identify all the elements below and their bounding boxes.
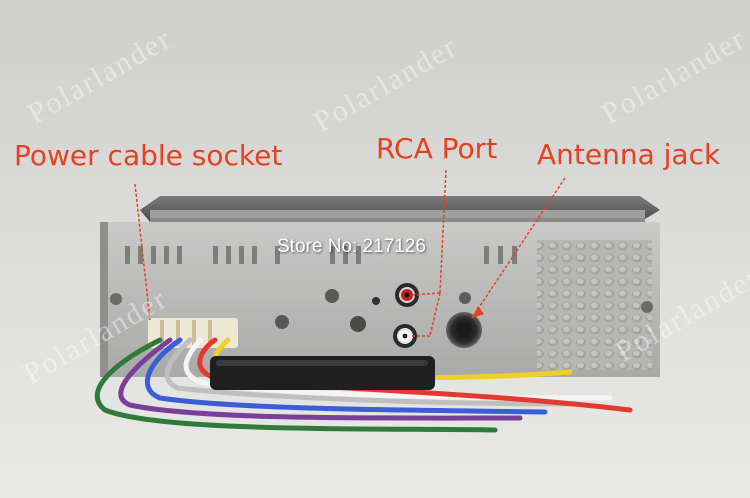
screw-mid: [275, 315, 289, 329]
power-socket-ridges: [160, 320, 212, 346]
screw-center-top: [325, 289, 339, 303]
rca-port-label: RCA Port: [376, 132, 498, 165]
top-vent-shade: [150, 218, 645, 224]
callout-lines: [134, 169, 566, 337]
heatsink-grille: [537, 240, 652, 370]
rca-port-white: [393, 324, 417, 348]
hole-small: [372, 297, 380, 305]
store-number-watermark: Store No: 217126: [277, 236, 426, 257]
screw-left: [110, 293, 122, 305]
power-cable-socket-label: Power cable socket: [14, 139, 283, 172]
antenna-jack: [446, 312, 482, 348]
arrow-antenna: [472, 306, 484, 318]
rca-port-red: [395, 283, 419, 307]
antenna-jack-label: Antenna jack: [537, 138, 721, 171]
screw-right: [641, 301, 653, 313]
screw-center-bottom: [350, 316, 366, 332]
panel-shadow-left: [100, 222, 108, 377]
screw-antenna: [459, 292, 471, 304]
vent-slots: [125, 246, 517, 264]
cable-boot-highlight: [216, 360, 428, 366]
